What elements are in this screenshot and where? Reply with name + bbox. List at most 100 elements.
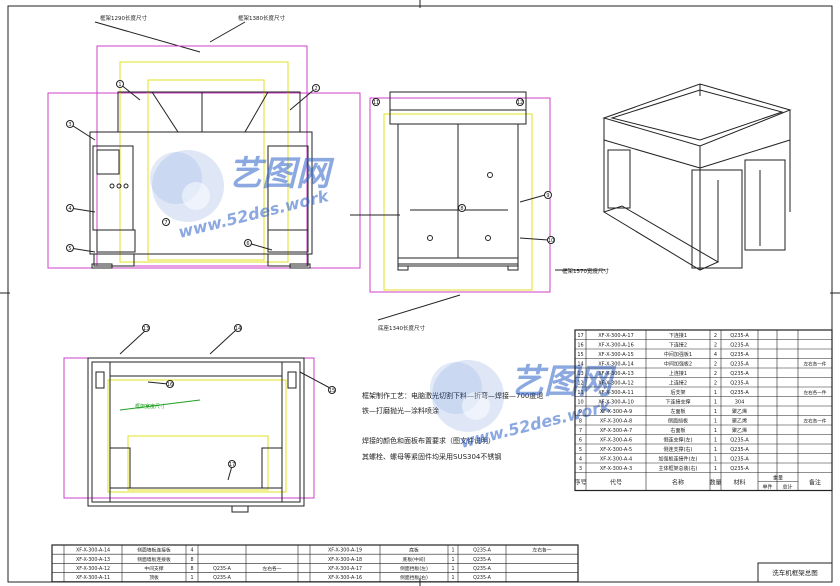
bom-cell: XF-X-300-A-10: [598, 399, 634, 405]
balloon-2: 2: [314, 86, 317, 92]
bom-cell: XF-X-300-A-15: [598, 352, 634, 358]
side-dim-1: 框架1570宽度尺寸: [562, 267, 609, 275]
bom-cell: 5: [579, 447, 582, 453]
bom-cell: 3: [579, 466, 582, 472]
bom-cell: 侧连支撑(左): [664, 436, 693, 443]
bom-cell: 15: [577, 352, 583, 358]
balloon-17: 17: [229, 462, 235, 468]
bom-cell: 1: [714, 428, 717, 434]
bom-cell: XF-X-300-A-8: [600, 418, 632, 424]
bom-cell: 14: [577, 361, 583, 367]
bom-cell: Q235-A: [730, 466, 749, 472]
bottom-table-cell: 1: [451, 557, 454, 563]
bottom-table-cell: 左右各一: [262, 565, 281, 572]
bottom-table-cell: 8: [190, 557, 193, 563]
bom-cell: XF-X-300-A-11: [598, 390, 634, 396]
bom-cell: Q235-A: [730, 456, 749, 462]
bottom-table-cell: XF-X-300-A-17: [328, 566, 362, 572]
front-dim-2: 框架1380长度尺寸: [238, 14, 285, 22]
bom-cell: 侧连支撑(右): [664, 446, 693, 453]
front-view: [47, 21, 361, 269]
top-view: [63, 329, 331, 513]
bom-cell: 聚乙烯: [732, 408, 747, 415]
sheet-title: 洗车机框架总图: [772, 568, 818, 577]
bottom-table-row: XF-X-300-A-13 侧面墙板连接板 8 XF-X-300-A-18 底板(中间)…: [76, 556, 492, 563]
bottom-table-cell: 8: [190, 566, 193, 572]
bom-cell: 1: [714, 437, 717, 443]
bom-cell: 2: [714, 371, 717, 377]
bom-cell: XF-X-300-A-7: [600, 428, 632, 434]
bom-cell: 左右各一件: [804, 360, 827, 367]
bom-cell: 13: [577, 371, 583, 377]
bom-cell: 中间加强板2: [664, 360, 692, 367]
side-view: [350, 91, 605, 321]
bom-cell: 1: [714, 447, 717, 453]
balloon-15: 15: [329, 388, 335, 394]
bom-cell: 2: [714, 342, 717, 348]
bom-cell: 上连接2: [669, 379, 687, 386]
bottom-table-cell: 侧面墙板连接板: [137, 556, 171, 563]
bottom-table-cell: 底板: [409, 547, 419, 554]
bottom-table-cell: 1: [451, 575, 454, 581]
bom-cell: 11: [577, 390, 583, 396]
side-balloons: 8 9 10 11 12: [372, 98, 555, 244]
bom-cell: 右面板: [670, 427, 685, 434]
bottom-table-cell: XF-X-300-A-13: [76, 557, 110, 563]
balloon-11: 11: [373, 100, 379, 106]
front-dim-1: 框架1290长度尺寸: [100, 14, 147, 22]
bottom-table-cell: XF-X-300-A-18: [328, 557, 362, 563]
balloon-8: 8: [460, 206, 463, 212]
watermark-globe-icon: [150, 150, 224, 222]
bom-cell: Q235-A: [730, 333, 749, 339]
bom-cell: XF-X-300-A-3: [600, 466, 632, 472]
bom-cell: 中间加强板1: [664, 351, 692, 358]
technical-notes: 框架制作工艺：电脑激光切割下料—折弯—焊接—700度退 铁—打磨抛光—涂料喷涂 …: [362, 391, 543, 461]
bom-row: 15 XF-X-300-A-15 中间加强板1 4 Q235-A: [577, 351, 749, 358]
balloon-12: 12: [517, 100, 523, 106]
title-block: [757, 562, 833, 583]
top-dim-1: 框架宽度尺寸: [135, 403, 165, 410]
balloon-6: 6: [246, 241, 249, 247]
balloon-4: 4: [68, 206, 71, 212]
bom-cell: 1: [714, 390, 717, 396]
bom-header-weight: 重量: [773, 475, 783, 482]
bom-cell: 加强板连接件(左): [659, 455, 698, 462]
bom-cell: 17: [577, 333, 583, 339]
bottom-table-cell: XF-X-300-A-14: [76, 548, 110, 554]
bom-cell: 16: [577, 342, 583, 348]
front-balloons: 1 2 3 4 5 6 7: [66, 80, 320, 252]
bottom-table-cell: 1: [190, 575, 193, 581]
bottom-table-cell: 底板(中间): [403, 556, 426, 563]
bom-cell: 1: [714, 409, 717, 415]
bom-header-cell: 序号: [574, 479, 586, 487]
bom-cell: 4: [714, 352, 717, 358]
bom-header-row: 序号代号名称数量材料备注重量单件总计: [574, 475, 821, 491]
bottom-table-cell: XF-X-300-A-19: [328, 548, 362, 554]
bom-cell: 12: [577, 380, 583, 386]
bom-cell: Q235-A: [730, 352, 749, 358]
balloon-10: 10: [548, 238, 554, 244]
bom-cell: XF-X-300-A-14: [598, 361, 634, 367]
bottom-table-cell: 1: [451, 548, 454, 554]
bottom-table-cell: 1: [451, 566, 454, 572]
bottom-table-cell: 顶板: [149, 574, 159, 581]
balloon-1: 1: [118, 82, 121, 88]
bom-header-cell: 代号: [610, 479, 622, 487]
bom-cell: 6: [579, 437, 582, 443]
side-dim-2: 底座1340长度尺寸: [378, 324, 425, 332]
